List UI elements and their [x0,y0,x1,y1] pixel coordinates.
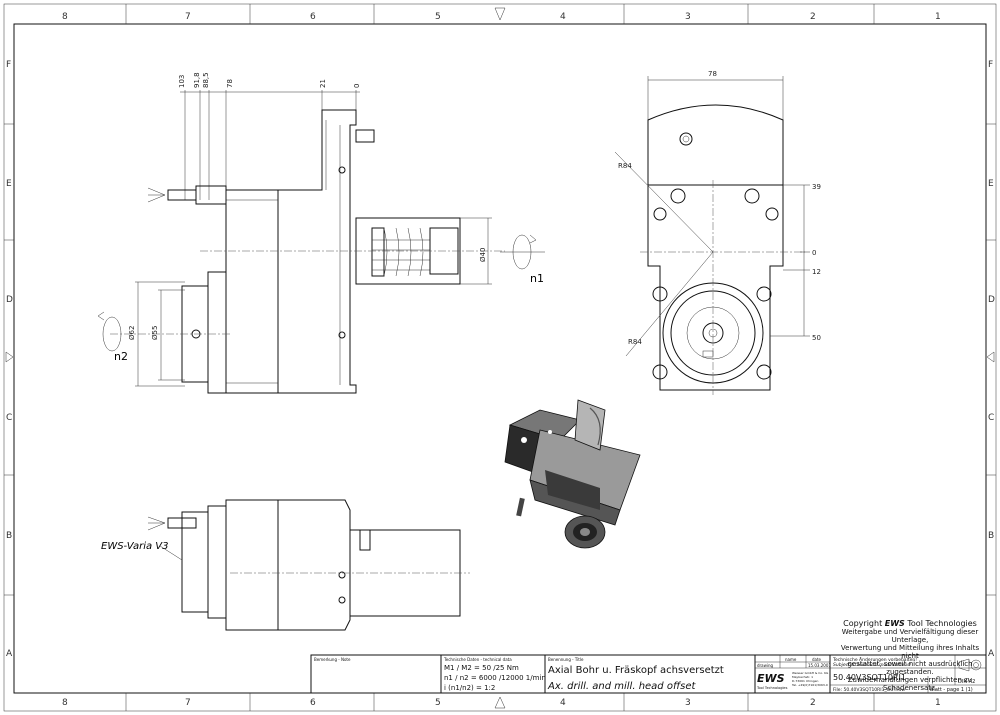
sheet-format: DIN A2 [958,679,975,685]
designation-header: Benennung - Title [548,657,584,662]
label-ews-varia: EWS-Varia V3 [101,541,169,552]
outer-frame [3,3,997,712]
row-label: E [988,179,994,189]
ews-logo: EWS [757,672,785,685]
title-german: Axial Bohr u. Fräskopf achsversetzt [548,665,724,676]
company-addr: Maybachstr. 1 [792,675,813,679]
sheet-number: Blatt - page 1 (1) [930,687,973,693]
col-name: name [785,657,797,662]
col-label: 7 [185,12,191,22]
row-label: C [6,413,12,423]
inner-frame [13,23,987,694]
col-label: 2 [810,698,816,708]
part-number: 50.40V3SQT10RI1 [833,673,906,682]
row-label: B [6,531,12,541]
ratio-value: i (n1/n2) = 1:2 [444,684,495,692]
company-addr: D-73061 Uhingen [792,679,818,683]
col-label: 8 [62,12,68,22]
dim-21: 21 [319,79,327,88]
dim-78-top: 78 [708,70,717,78]
label-n2: n2 [114,350,128,363]
remark-header: Bemerkung - Note [314,657,351,662]
copyright-notice: Copyright EWS Tool Technologies Weiterga… [840,619,980,693]
center-mark-bottom [494,696,506,709]
dim-dia-62: Ø62 [128,326,136,340]
dim-r84-bottom: R84 [628,338,642,346]
tech-data-header: Technische Daten - technical data [443,657,512,662]
col-label: 4 [560,698,566,708]
torque-value: M1 / M2 = 50 /25 Nm [444,664,519,672]
col-label: 6 [310,698,316,708]
col-date: date [812,657,822,662]
row-label: A [988,649,995,659]
row-label: B [988,531,994,541]
drawing-label: drawing [757,663,774,668]
dim-39: 39 [812,183,821,191]
col-label: 1 [935,12,941,22]
dim-88-5: 88,5 [202,72,210,88]
dim-r84-top: R84 [618,162,632,170]
dim-0: 0 [353,84,361,88]
speed-value: n1 / n2 = 6000 /12000 1/min [444,674,546,682]
file-name: File: 50.40V3SQT10RI1_OUT.idw [833,687,905,693]
dim-50: 50 [812,334,821,342]
col-label: 8 [62,698,68,708]
col-label: 3 [685,698,691,708]
dim-91-8: 91,8 [193,72,201,88]
side-view: 103 91,8 88,5 78 21 0 Ø40 n [97,72,545,394]
company-sub: Tool Technologies [756,686,788,690]
zone-labels: 8 7 6 5 4 3 2 1 8 7 6 5 4 3 2 1 F E D C … [6,12,995,708]
center-mark-top [494,7,506,21]
col-label: 5 [435,12,441,22]
front-view: 78 R84 R84 39 0 12 50 [614,70,821,395]
row-label: F [6,60,11,70]
row-label: C [988,413,994,423]
dim-103: 103 [178,75,186,88]
dim-dia-55: Ø55 [151,326,159,340]
col-label: 6 [310,12,316,22]
center-mark-left [5,351,14,363]
changes-note-de: Technische Änderungen vorbehalten! [832,656,917,663]
top-view: EWS-Varia V3 [101,499,470,631]
dim-12: 12 [812,268,821,276]
dim-dia-40: Ø40 [479,248,487,262]
row-label: D [6,295,13,305]
isometric-render [504,399,641,549]
copyright-line: gestattet, soweit nicht ausdrücklich zug… [847,660,973,676]
company-addr: Tel. +49(0)7161/3063-0 [791,683,828,687]
dim-78: 78 [226,79,234,88]
dim-0-level: 0 [812,249,816,257]
zone-ticks [4,4,996,711]
row-label: F [988,60,993,70]
company-addr: Weisser GmbH & Co. KG [792,671,829,675]
col-label: 1 [935,698,941,708]
title-english: Ax. drill. and mill. head offset [547,681,697,692]
copyright-brand: EWS [884,619,905,628]
copyright-line: Weitergabe und Vervielfältigung dieser U… [841,628,979,644]
changes-note-en: Subject to technical modifications! [833,662,911,668]
copyright-line: Zuwiderhandlungen verpflichten zu Schade… [847,676,973,692]
col-label: 5 [435,698,441,708]
label-n1: n1 [530,272,544,285]
row-label: A [6,649,13,659]
drawing-date: 15.03.2001 [808,663,831,668]
copyright-prefix: Copyright [843,619,883,628]
title-block: Bemerkung - Note Technische Daten - tech… [310,654,987,694]
col-label: 4 [560,12,566,22]
copyright-line: Verwertung und Mitteilung ihres Inhalts … [840,644,980,660]
projection-symbol-icon [958,658,982,672]
col-label: 2 [810,12,816,22]
row-label: E [6,179,12,189]
col-label: 3 [685,12,691,22]
copyright-suffix: Tool Technologies [907,619,977,628]
row-label: D [988,295,995,305]
col-label: 7 [185,698,191,708]
center-mark-right [986,351,995,363]
